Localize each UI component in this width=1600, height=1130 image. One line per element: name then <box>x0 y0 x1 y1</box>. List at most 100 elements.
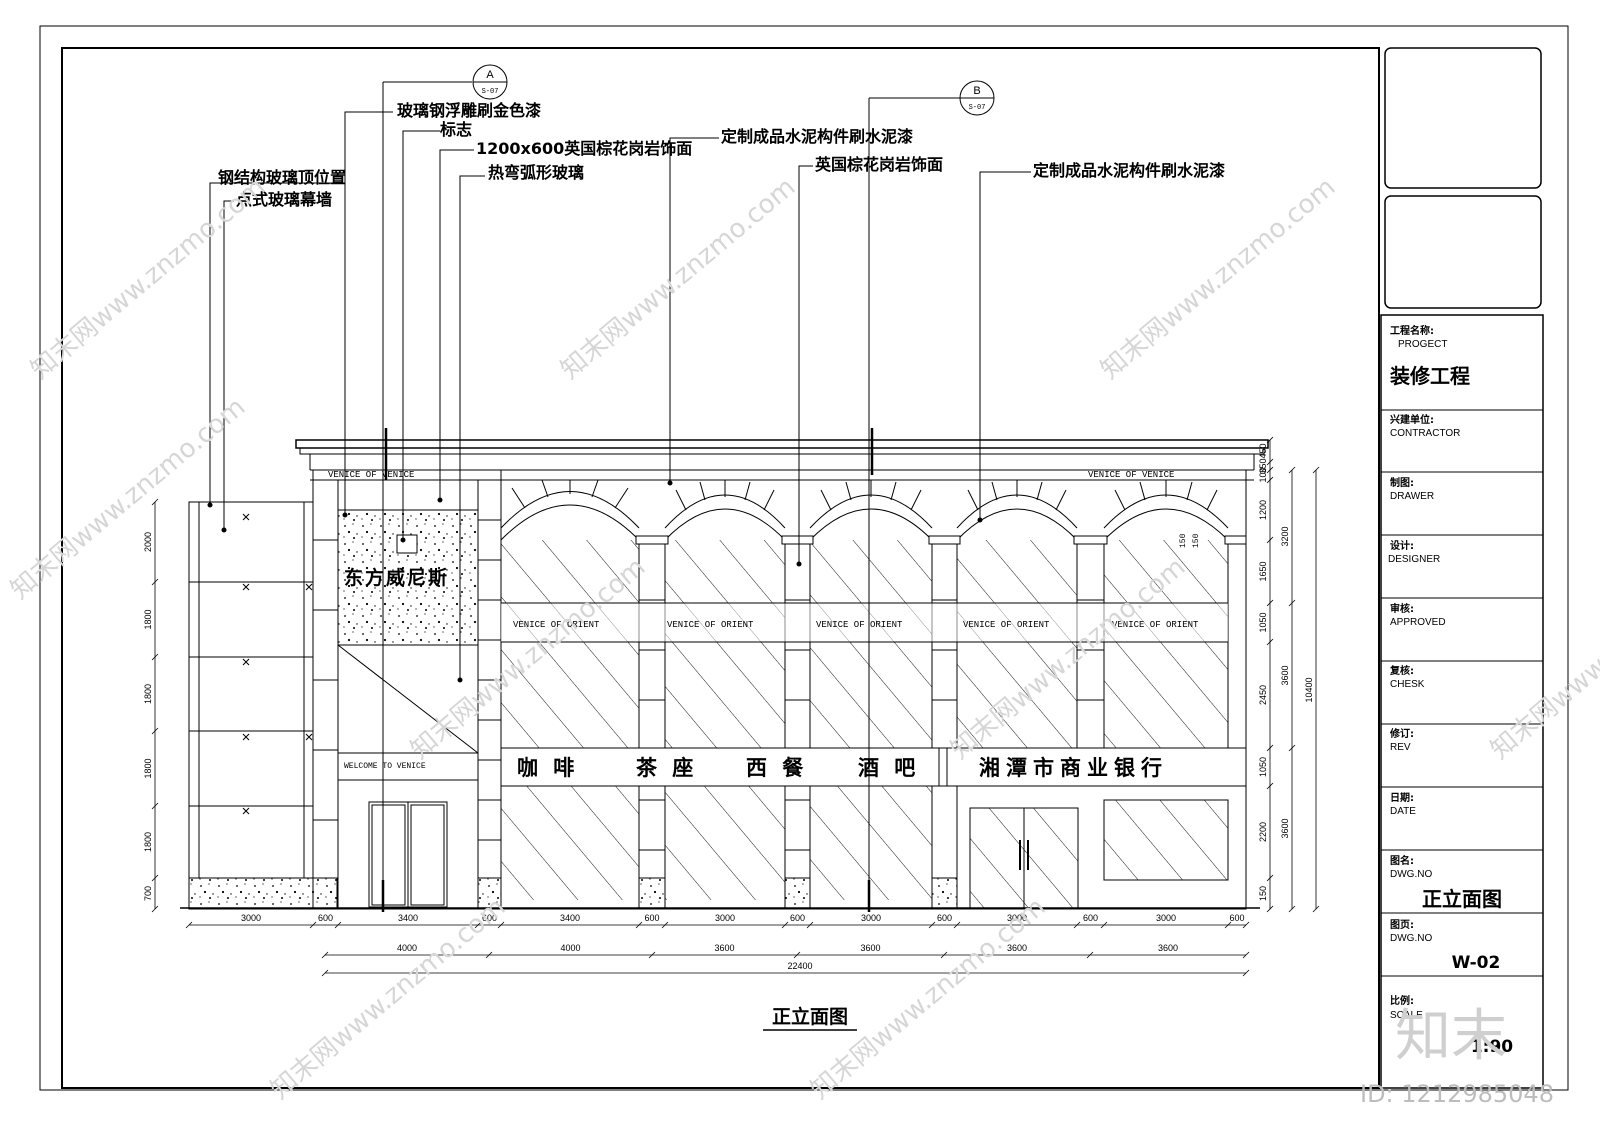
dim-tick <box>151 498 159 506</box>
dim-tick <box>1266 476 1274 484</box>
rev-label: 修订: <box>1389 727 1414 740</box>
parapet-sign-left: VENICE OF VENICE <box>328 470 414 480</box>
dim-tick <box>940 951 948 959</box>
watermark-9: 知末网www.znzmo.com <box>805 892 1051 1105</box>
arch-band-sign-2: VENICE OF ORIENT <box>667 620 754 630</box>
arch-band-sign-5: VENICE OF ORIENT <box>1112 620 1199 630</box>
dim-bottom-row1-2: 3400 <box>398 913 418 923</box>
callout-cement-member-mid: 定制成品水泥构件刷水泥漆 <box>720 127 913 146</box>
dim-tick <box>1312 905 1320 913</box>
callout-logo: 标志 <box>439 120 472 139</box>
watermark-8: 知末网www.znzmo.com <box>265 892 511 1105</box>
title-block: 工程名称: PROGECT 装修工程 兴建单位: CONTRACTOR 制图: … <box>1380 47 1544 1089</box>
dim-right-inner-3: 1200 <box>1258 500 1268 520</box>
dim-tick <box>321 969 329 977</box>
section-a-letter: A <box>486 69 494 81</box>
dim-bottom-row1-12: 3000 <box>1156 913 1176 923</box>
rev-label-en: REV <box>1390 742 1411 753</box>
dim-right-inner-1: 350 <box>1258 458 1268 473</box>
dim-tick <box>1266 744 1274 752</box>
page-label: 图页: <box>1390 919 1414 931</box>
parapet-sign-right: VENICE OF VENICE <box>1088 470 1174 480</box>
callout-granite-1200: 1200x600英国棕花岗岩饰面 <box>476 139 692 158</box>
shop-sign-bar: 酒 吧 <box>858 755 919 780</box>
dim-tick <box>1312 466 1320 474</box>
contractor-label: 兴建单位: <box>1390 413 1434 426</box>
dim-right-inner-0: 450 <box>1258 443 1268 458</box>
dim-tick <box>1288 905 1296 913</box>
watermark-id: ID: 1212985048 <box>1360 1080 1554 1108</box>
dim-tick <box>1242 951 1250 959</box>
shop-sign-tea: 茶 座 <box>636 755 697 780</box>
drawing-caption: 正立面图 <box>772 1005 848 1028</box>
designer-label-en: DESIGNER <box>1388 554 1440 565</box>
dim-total: 22400 <box>787 961 812 971</box>
scale-value: 1:90 <box>1471 1037 1513 1057</box>
arch-band-sign-1: VENICE OF ORIENT <box>513 620 600 630</box>
approved-label: 审核: <box>1390 602 1414 615</box>
dim-tick <box>1086 951 1094 959</box>
dim-right-outer-2: 3600 <box>1280 818 1290 838</box>
section-b-letter: B <box>973 85 980 97</box>
dim-right-inner-6: 2450 <box>1258 685 1268 705</box>
dim-bottom-row1-0: 3000 <box>241 913 261 923</box>
dim-tick <box>1100 921 1108 929</box>
dim-tick <box>309 921 317 929</box>
watermark-4: 知末网www.znzmo.com <box>5 392 251 605</box>
dim-tick <box>806 921 814 929</box>
dim-right-inner-8: 2200 <box>1258 822 1268 842</box>
dim-bottom-row1-10: 3000 <box>1007 913 1027 923</box>
dim-tick <box>474 921 482 929</box>
scale-label-en: SCALE <box>1390 1010 1423 1021</box>
dim-bottom-row1-1: 600 <box>318 913 333 923</box>
dim-tick <box>485 951 493 959</box>
dim-tick <box>151 653 159 661</box>
dim-tick <box>151 905 159 913</box>
dimension-lines <box>151 436 1320 977</box>
watermark-logo: 知末 <box>1395 1004 1507 1069</box>
dim-bottom-row1-13: 600 <box>1229 913 1244 923</box>
dim-left-0: 2000 <box>143 532 153 552</box>
callout-curved-glass: 热弯弧形玻璃 <box>488 163 584 182</box>
column-courses <box>639 599 1104 851</box>
callout-frp-relief: 玻璃钢浮雕刷金色漆 <box>397 101 541 120</box>
callout-point-glass-curtain: 点式玻璃幕墙 <box>236 190 332 209</box>
arch-note-1: 150 <box>1179 533 1188 548</box>
section-a-sheet: S-07 <box>482 88 499 96</box>
leader-lines <box>207 111 1031 683</box>
date-label: 日期: <box>1390 791 1414 804</box>
dim-right-inner-5: 1050 <box>1258 612 1268 632</box>
dim-bottom-row1-9: 600 <box>937 913 952 923</box>
dim-tick <box>1266 638 1274 646</box>
dim-tick <box>1266 536 1274 544</box>
dim-left-3: 1800 <box>143 758 153 778</box>
dim-bottom-row1-7: 600 <box>790 913 805 923</box>
dim-tick <box>1288 744 1296 752</box>
approved-label-en: APPROVED <box>1390 617 1446 628</box>
dim-bottom-row2-0: 4000 <box>397 943 417 953</box>
drawer-label: 制图: <box>1390 476 1414 489</box>
dim-right-inner-2: 100 <box>1258 467 1268 482</box>
dim-tick <box>781 921 789 929</box>
callout-british-granite: 英国棕花岗岩饰面 <box>814 155 943 174</box>
dim-tick <box>1242 969 1250 977</box>
check-label-en: CHESK <box>1390 679 1425 690</box>
scale-label: 比例: <box>1390 994 1414 1007</box>
dim-tick <box>334 921 342 929</box>
dim-tick <box>185 921 193 929</box>
arch-band-sign-3: VENICE OF ORIENT <box>816 620 903 630</box>
glass-fitting-marks <box>242 513 313 815</box>
watermark-2: 知末网www.znzmo.com <box>555 172 801 385</box>
dim-tick <box>1266 436 1274 444</box>
dim-right-outer-0: 3200 <box>1280 526 1290 546</box>
vertical-sign: 东方威尼斯 <box>344 566 449 589</box>
section-b-sheet: S-07 <box>969 104 986 112</box>
project-label-en: PROGECT <box>1398 339 1447 350</box>
dwg-value: 正立面图 <box>1422 887 1502 911</box>
tower-stone-blocks <box>313 519 501 841</box>
dim-tick <box>1266 599 1274 607</box>
dwg-label: 图名: <box>1390 854 1414 867</box>
dim-tick <box>1266 466 1274 474</box>
dim-right-inner-7: 1050 <box>1258 757 1268 777</box>
